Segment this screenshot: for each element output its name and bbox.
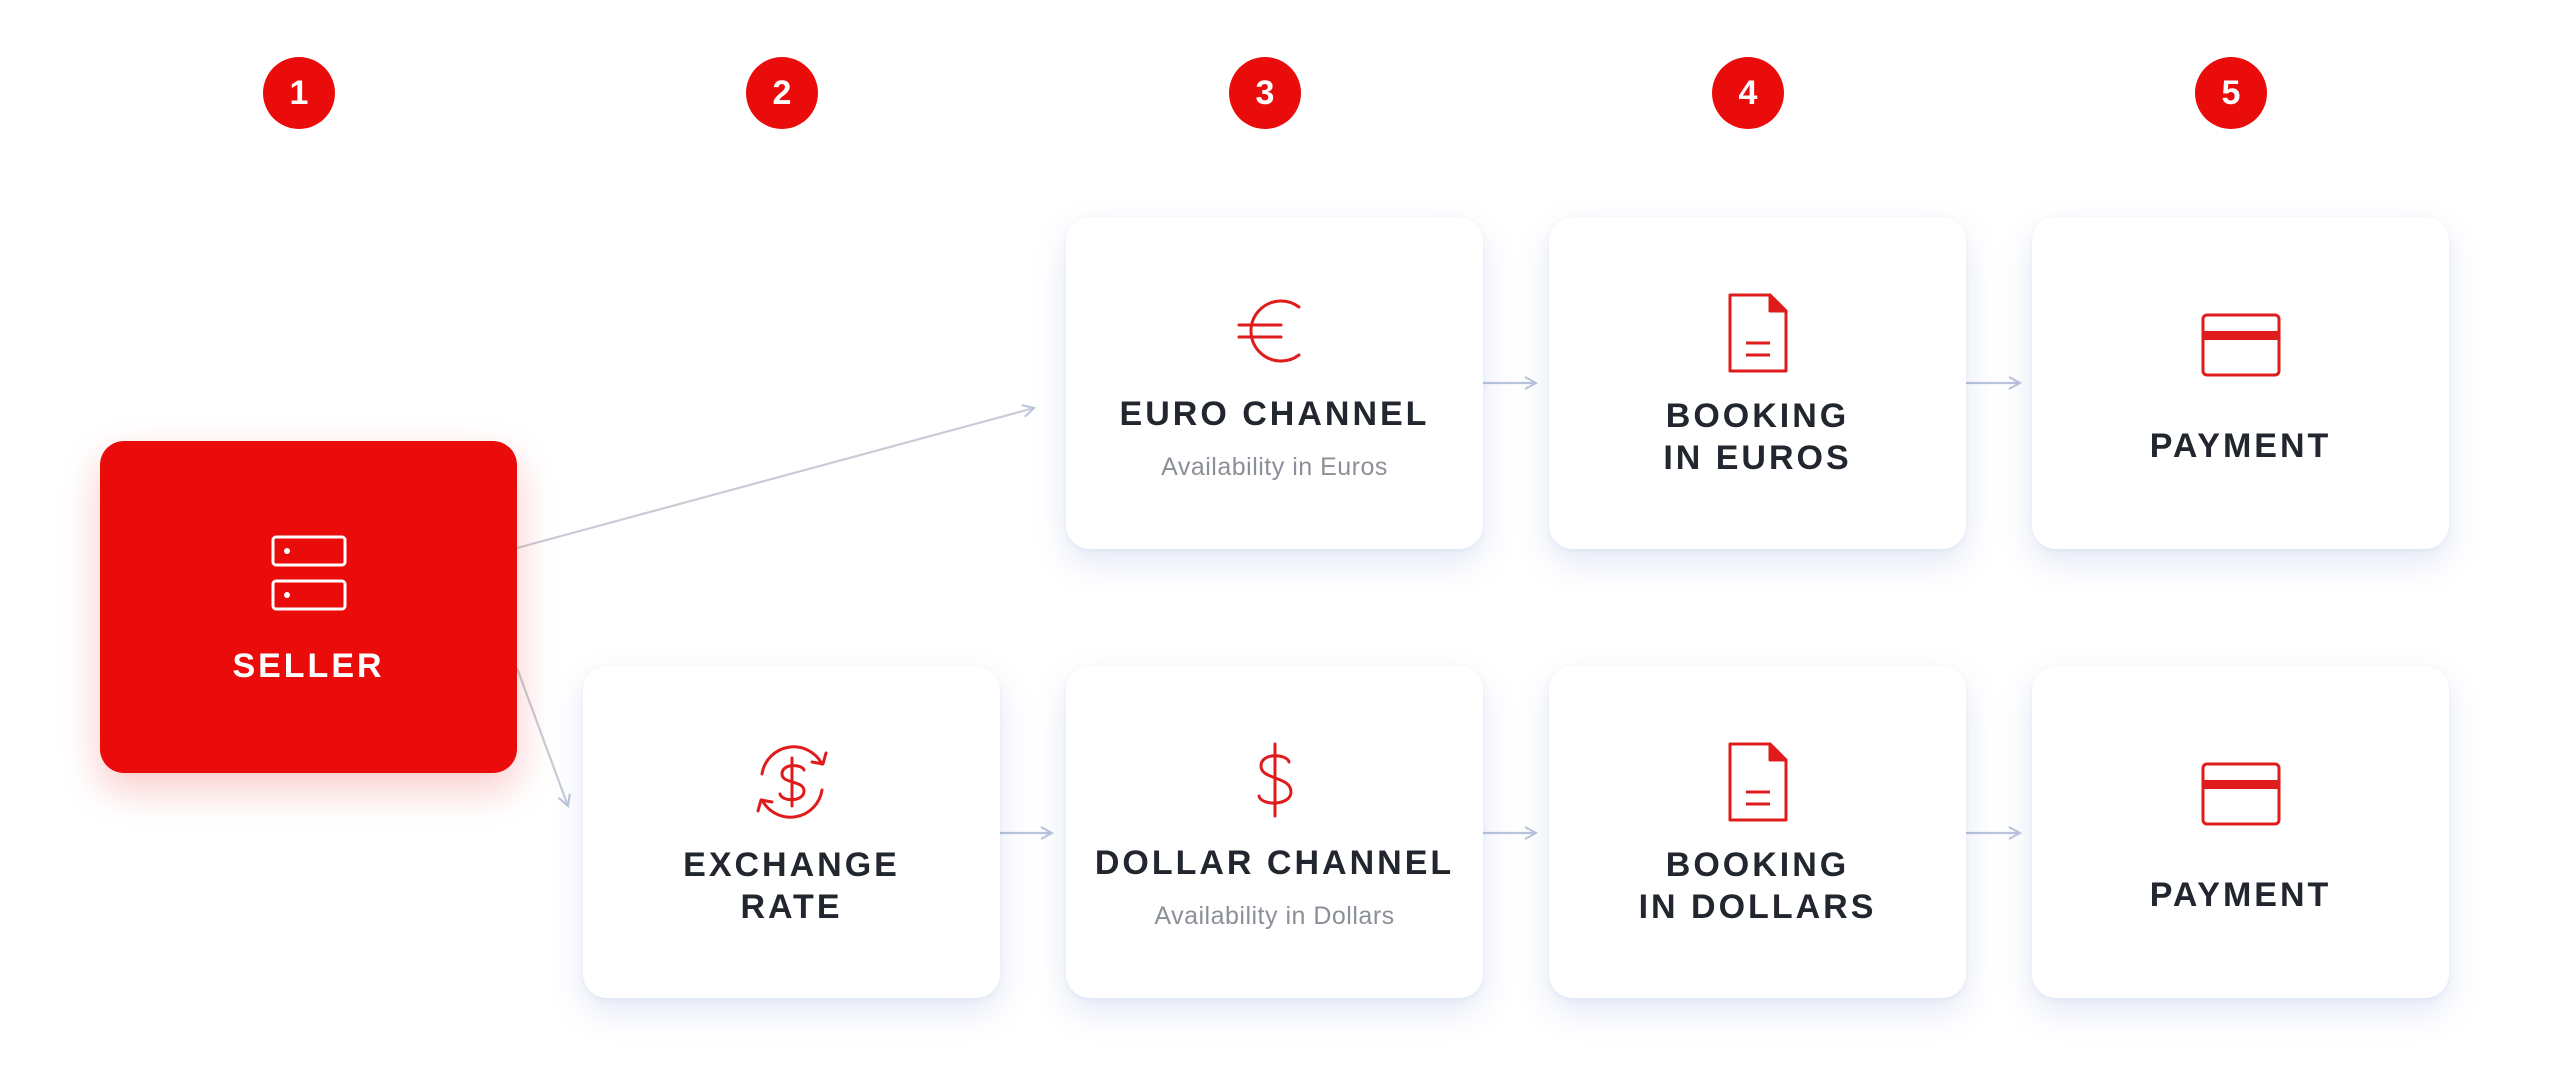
server-icon [263,527,355,619]
booking-euros-title: BOOKING IN EUROS [1663,395,1851,479]
document-icon [1712,736,1804,828]
step-2-badge: 2 [746,57,818,129]
booking-euros-line1: BOOKING [1665,397,1850,435]
step-3-badge: 3 [1229,57,1301,129]
dollar-channel-card: DOLLAR CHANNEL Availability in Dollars [1066,666,1483,998]
credit-card-icon [2195,299,2287,391]
euro-channel-card: EURO CHANNEL Availability in Euros [1066,217,1483,549]
step-1-badge: 1 [263,57,335,129]
exchange-rate-title: EXCHANGE RATE [683,844,900,928]
dollar-channel-title: DOLLAR CHANNEL [1094,843,1455,882]
booking-dollars-line2: IN DOLLARS [1638,888,1877,926]
booking-dollars-line1: BOOKING [1665,846,1850,884]
euro-channel-title: EURO CHANNEL [1119,394,1430,433]
exchange-rate-card: EXCHANGE RATE [583,666,1000,998]
dollar-channel-subtitle: Availability in Dollars [1154,901,1395,930]
arrow-seller-to-euro-channel [516,408,1034,550]
payment-bottom-title: PAYMENT [2149,876,2332,914]
payment-bottom-card: PAYMENT [2032,666,2449,998]
payment-top-title: PAYMENT [2149,427,2332,465]
document-icon [1712,287,1804,379]
dollar-icon [1229,734,1321,826]
arrow-seller-to-exchange [515,667,568,806]
exchange-rate-line2: RATE [740,888,843,926]
step-5-badge: 5 [2195,57,2267,129]
euro-channel-subtitle: Availability in Euros [1161,452,1388,481]
booking-dollars-card: BOOKING IN DOLLARS [1549,666,1966,998]
booking-euros-line2: IN EUROS [1663,439,1852,477]
euro-icon [1229,285,1321,377]
booking-euros-card: BOOKING IN EUROS [1549,217,1966,549]
credit-card-icon [2195,748,2287,840]
step-4-badge: 4 [1712,57,1784,129]
booking-dollars-title: BOOKING IN DOLLARS [1639,844,1877,928]
payment-top-card: PAYMENT [2032,217,2449,549]
currency-exchange-icon [746,736,838,828]
seller-title: SELLER [232,647,385,685]
seller-card: SELLER [100,441,517,773]
exchange-rate-line1: EXCHANGE [683,846,900,884]
